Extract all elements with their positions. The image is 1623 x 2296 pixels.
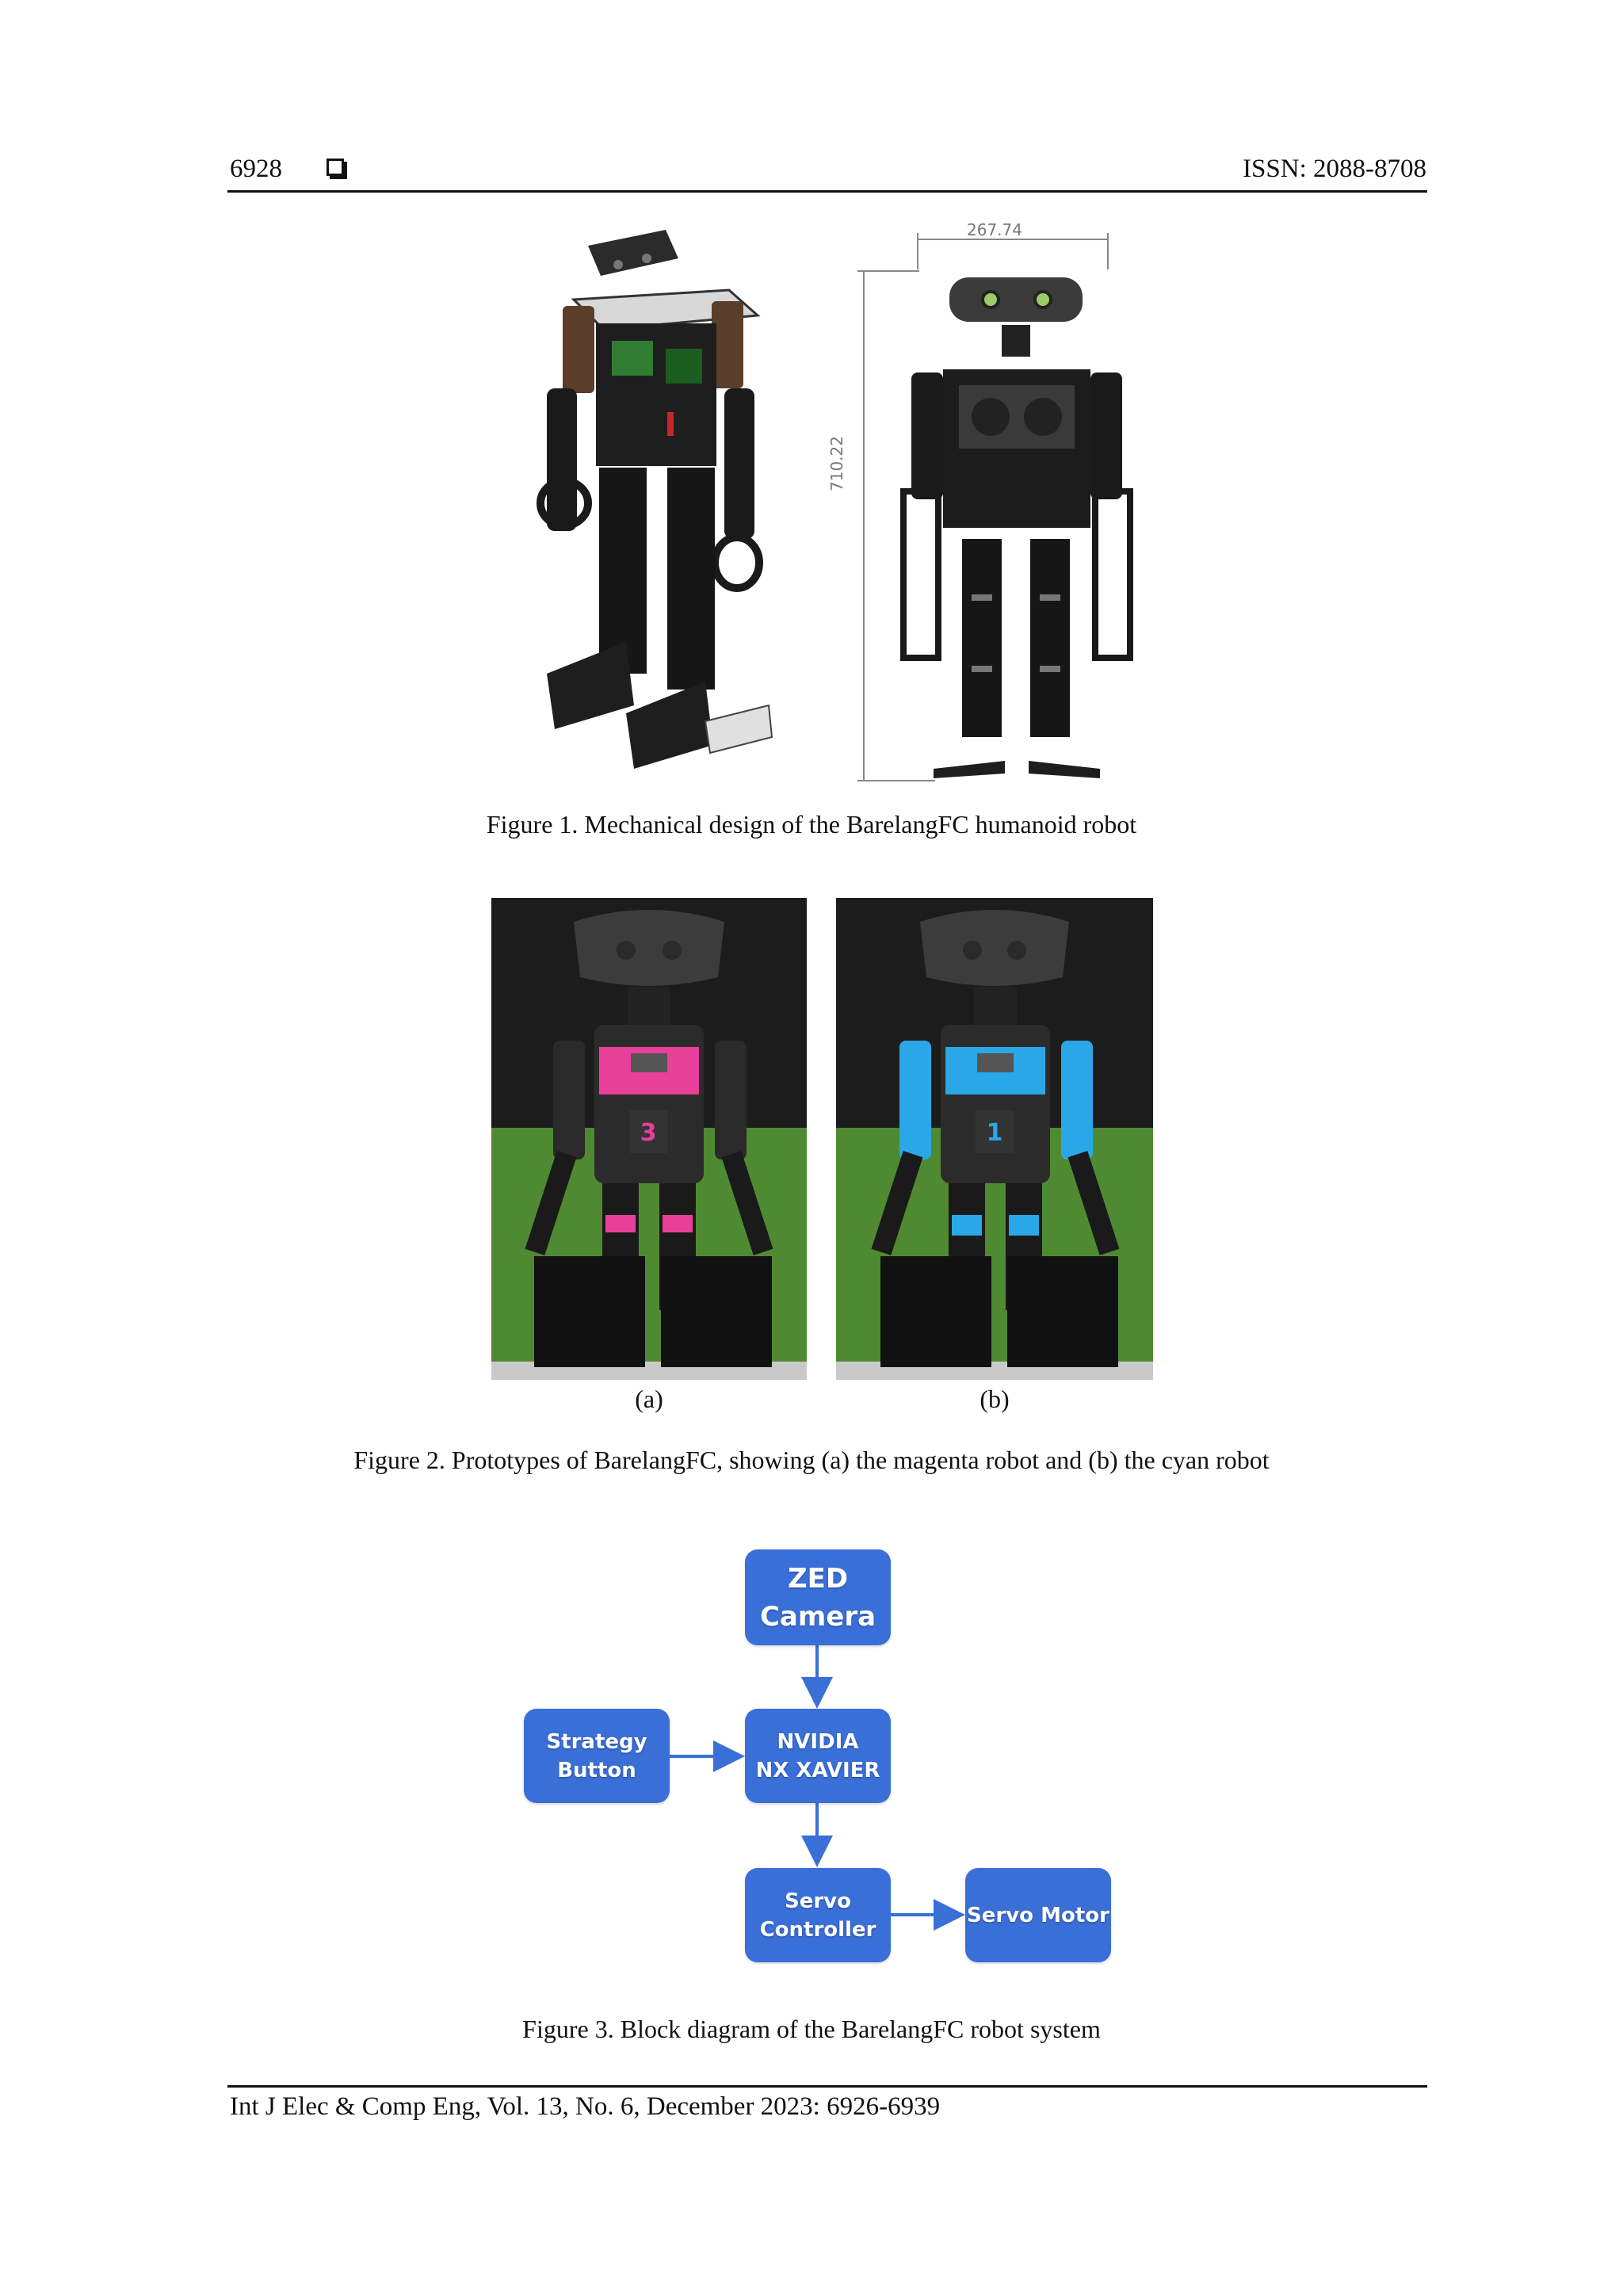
dimension-width-label: 267.74 xyxy=(967,220,1022,239)
square-bullet-icon xyxy=(327,159,344,176)
magenta-badge: 3 xyxy=(640,1119,657,1147)
figure2-label-b: (b) xyxy=(980,1385,1010,1413)
page-number: 6928 xyxy=(230,155,282,183)
footer-rule xyxy=(227,2085,1427,2088)
robot-cad-isometric-image xyxy=(537,230,773,769)
node-strategy-button: Strategy Button xyxy=(524,1709,670,1803)
figure1-caption: Figure 1. Mechanical design of the Barel… xyxy=(486,810,1137,839)
robot-cad-front-view-image xyxy=(857,233,1133,781)
figure2-caption: Figure 2. Prototypes of BarelangFC, show… xyxy=(353,1446,1270,1474)
node-servo-controller: Servo Controller xyxy=(745,1868,891,1962)
cyan-badge: 1 xyxy=(987,1119,1003,1147)
figure3-caption: Figure 3. Block diagram of the BarelangF… xyxy=(522,2015,1101,2043)
header-rule xyxy=(227,190,1427,193)
node-zed-camera: ZED Camera xyxy=(745,1549,891,1645)
magenta-robot-photo: 3 xyxy=(491,898,807,1380)
node-servo-motor: Servo Motor xyxy=(965,1868,1111,1962)
journal-footer: Int J Elec & Comp Eng, Vol. 13, No. 6, D… xyxy=(230,2092,941,2121)
figure2-label-a: (a) xyxy=(635,1385,663,1413)
node-nvidia-nx-xavier: NVIDIA NX XAVIER xyxy=(745,1709,891,1803)
issn: ISSN: 2088-8708 xyxy=(1243,155,1426,183)
cyan-robot-photo: 1 xyxy=(836,898,1153,1380)
